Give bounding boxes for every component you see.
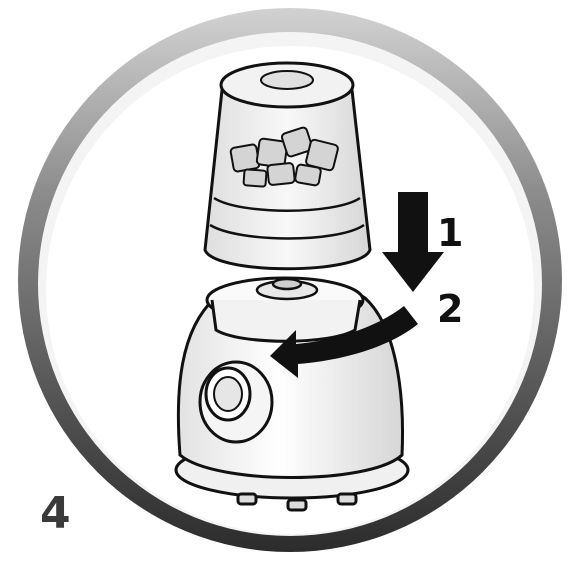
action-2-label: 2 [437, 290, 463, 328]
action-1-label: 1 [437, 214, 463, 252]
control-knob [200, 362, 272, 442]
step-number: 4 [40, 492, 71, 536]
